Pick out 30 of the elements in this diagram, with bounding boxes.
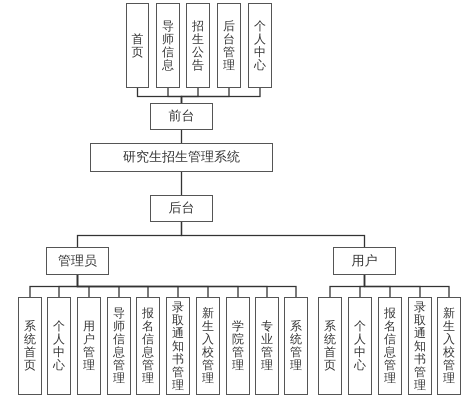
module-box: 后台管理 <box>217 3 241 88</box>
module-box: 招生公告 <box>186 3 210 88</box>
role-box: 用户 <box>333 247 396 275</box>
module-box: 个人中心 <box>248 3 272 88</box>
function-box: 录取通知书管理 <box>408 297 432 395</box>
system-box: 研究生招生管理系统 <box>90 143 273 172</box>
connector-line <box>180 172 182 195</box>
function-box: 个人中心 <box>47 297 71 395</box>
function-box: 系统首页 <box>318 297 342 395</box>
role-box: 管理员 <box>46 247 109 275</box>
connector-line <box>180 222 366 247</box>
function-box: 系统首页 <box>18 297 42 395</box>
function-box: 新生入校管理 <box>196 297 220 395</box>
function-box: 专业管理 <box>255 297 279 395</box>
module-box: 首页 <box>126 3 149 88</box>
function-box: 新生入校管理 <box>437 297 461 395</box>
connector-line <box>364 275 450 297</box>
function-box: 导师信息管理 <box>107 297 131 395</box>
category-box: 前台 <box>150 103 213 130</box>
module-box: 导师信息 <box>156 3 180 88</box>
function-box: 用户管理 <box>77 297 101 395</box>
function-box: 报名信息管理 <box>378 297 402 395</box>
connector-line <box>180 130 182 143</box>
function-box: 个人中心 <box>348 297 372 395</box>
function-box: 学院管理 <box>226 297 250 395</box>
function-box: 录取通知书管理 <box>166 297 190 395</box>
function-box: 系统管理 <box>284 297 308 395</box>
function-box: 报名信息管理 <box>136 297 160 395</box>
category-box: 后台 <box>150 195 213 222</box>
connector-line <box>180 88 261 103</box>
